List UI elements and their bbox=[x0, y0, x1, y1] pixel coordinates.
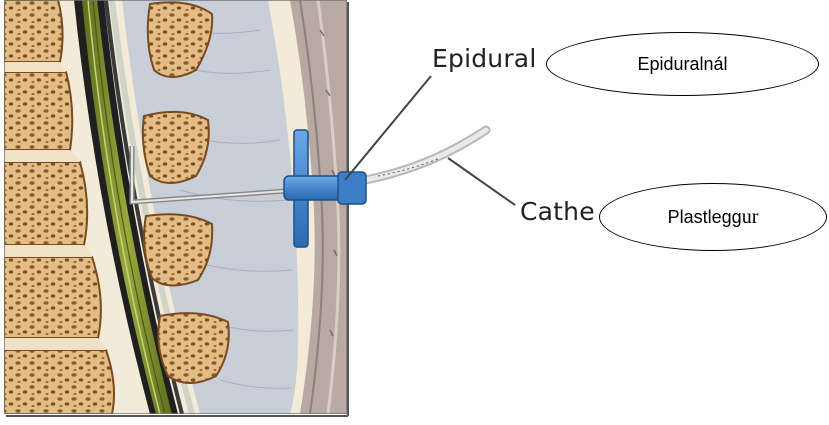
catheter-label: Cathe bbox=[520, 197, 595, 226]
catheter-translation-text-part2: ur bbox=[742, 206, 759, 229]
epidural-translation-callout: Epiduralnál bbox=[546, 32, 819, 96]
catheter-translation-text-part1: Plastlegg bbox=[668, 207, 742, 228]
epidural-translation-text: Epiduralnál bbox=[637, 54, 727, 75]
catheter-leader-line bbox=[448, 158, 515, 205]
epidural-label: Epidural bbox=[432, 44, 536, 73]
